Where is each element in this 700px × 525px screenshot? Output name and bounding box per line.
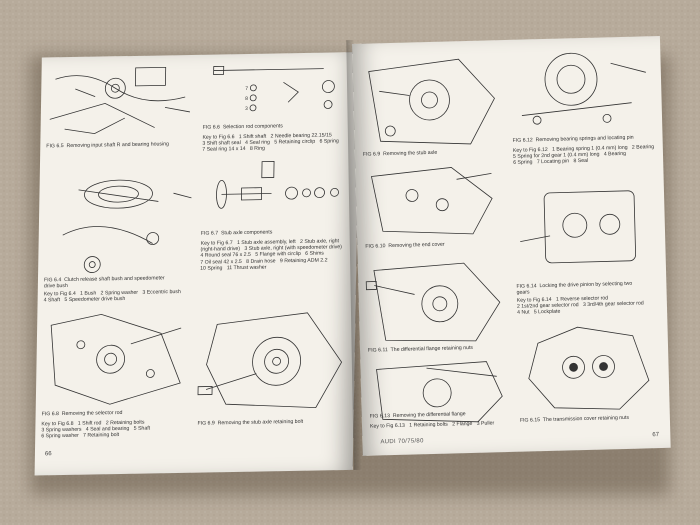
fig-6-7-drawing xyxy=(216,161,339,209)
fig-6-9-drawing xyxy=(197,312,343,409)
fig-6-15-drawing xyxy=(528,326,650,410)
svg-text:3: 3 xyxy=(245,106,248,112)
fig-6-5-caption: FIG 6.5 Removing input shaft R and beari… xyxy=(46,141,169,150)
fig-6-14-key: Key to Fig 6.14 1 Reverse selector rod 2… xyxy=(516,295,644,317)
fig-6-14-caption: FIG 6.14 Locking the drive pinion by sel… xyxy=(516,280,633,296)
fig-6-8-caption: FIG 6.8 Removing the selector rod xyxy=(41,409,123,418)
fig-6-6-key: Key to Fig 6.6 1 Shift shaft 2 Needle be… xyxy=(202,132,339,154)
fig-6-9r-caption: FIG 6.9 Removing the stub axle xyxy=(362,149,438,158)
running-footer: AUDI 70/75/80 xyxy=(380,438,424,446)
fig-6-10-drawing xyxy=(370,167,493,235)
fig-6-14-drawing xyxy=(520,190,637,264)
fig-6-6-caption: FIG 6.6 Selection rod components xyxy=(202,123,283,131)
fig-6-11-caption: FIG 6.11 The differential flange retaini… xyxy=(367,344,474,354)
right-page-number: 67 xyxy=(652,432,660,439)
fig-6-4-key: Key to Fig 6.4 1 Bush 2 Spring washer 3 … xyxy=(43,289,181,304)
left-page-number: 66 xyxy=(44,451,52,458)
left-page: FIG 6.5 Removing input shaft R and beari… xyxy=(34,52,360,476)
fig-6-7-caption: FIG 6.7 Stub axle components xyxy=(200,229,273,237)
fig-6-12-key: Key to Fig 6.12 1 Bearing spring 1 (0.4 … xyxy=(512,144,655,167)
svg-text:8: 8 xyxy=(245,96,248,102)
fig-6-15-caption: FIG 6.15 The transmission cover retainin… xyxy=(519,414,630,424)
fig-6-12-caption: FIG 6.12 Removing bearing springs and lo… xyxy=(512,134,634,144)
fig-6-11-drawing xyxy=(365,262,501,342)
fig-6-8-key: Key to Fig 6.8 1 Shift rod 2 Retaining b… xyxy=(41,419,151,440)
fig-6-10-caption: FIG 6.10 Removing the end cover xyxy=(365,241,445,250)
fig-6-8-drawing xyxy=(50,313,182,405)
fig-6-7-key: Key to Fig 6.7 1 Stub axle assembly, lef… xyxy=(200,238,342,272)
fig-6-5-drawing xyxy=(49,66,191,135)
fig-6-9-caption: FIG 6.9 Removing the stub axle retaining… xyxy=(197,418,304,427)
fig-6-4-drawing xyxy=(62,179,192,273)
svg-text:7: 7 xyxy=(245,86,248,92)
right-page: FIG 6.9 Removing the stub axle FIG 6.12 … xyxy=(352,35,671,456)
fig-6-6-drawing: 7 8 3 xyxy=(213,65,335,112)
fig-6-12-drawing xyxy=(521,52,646,125)
fig-6-4-caption: FIG 6.4 Clutch release shaft bush and sp… xyxy=(43,275,165,290)
fig-6-13-drawing xyxy=(376,361,503,423)
fig-6-9r-drawing xyxy=(368,58,495,145)
